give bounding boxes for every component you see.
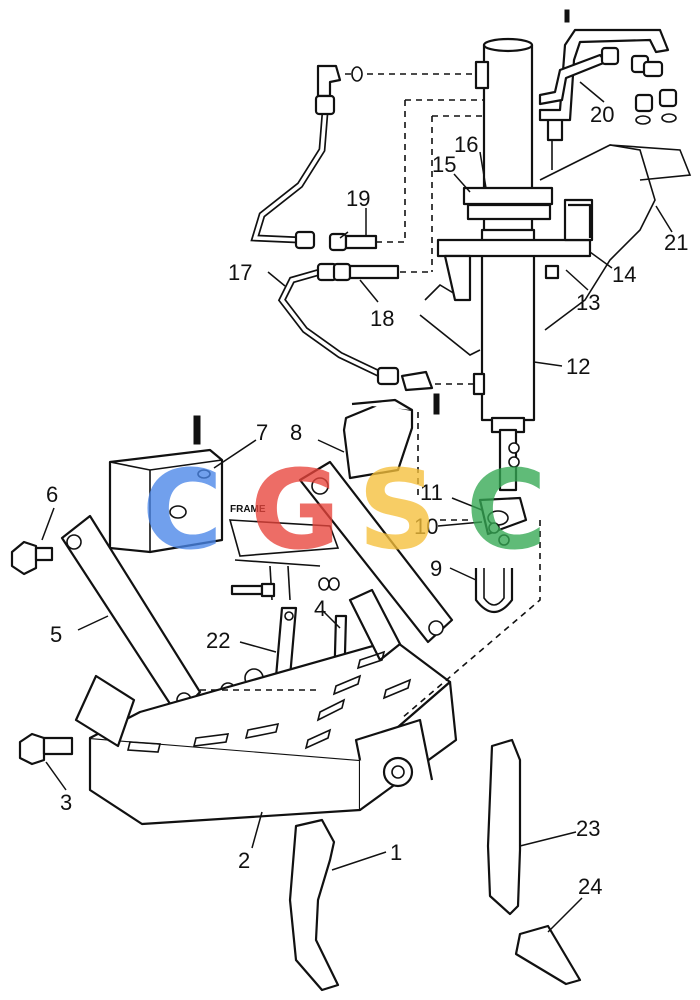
callout-9: 9 <box>430 556 442 581</box>
u-bolt-clamp <box>474 442 528 614</box>
callout-2: 2 <box>238 848 250 873</box>
callout-8: 8 <box>290 420 302 445</box>
mounting-bracket-sketch <box>419 144 692 356</box>
mounting-plate <box>436 198 594 302</box>
hydraulic-cylinder <box>472 37 564 492</box>
shank-frame <box>74 588 458 826</box>
callout-5: 5 <box>50 622 62 647</box>
elbow-fittings <box>328 232 400 282</box>
upper-link-arm <box>298 460 454 644</box>
assembly-lines-lower <box>200 412 541 719</box>
tip-point <box>514 924 582 986</box>
callout-1: 1 <box>390 840 402 865</box>
bolt-lower <box>18 732 74 766</box>
watermark-logo: C G S C <box>142 446 547 574</box>
frame-label: FRAME <box>230 504 266 515</box>
callout-16: 16 <box>454 132 478 157</box>
bolt-left <box>10 540 54 576</box>
callout-4: 4 <box>314 596 326 621</box>
upper-bracket-right <box>342 393 440 480</box>
callout-12: 12 <box>566 354 590 379</box>
callout-10: 10 <box>414 514 438 539</box>
callout-14: 14 <box>612 262 636 287</box>
leader-lines <box>41 81 673 933</box>
callout-11: 11 <box>420 480 443 505</box>
watermark-letter-c2: C <box>466 446 547 574</box>
assembly-lines-top <box>345 73 484 385</box>
frame-sketch <box>228 519 340 601</box>
shin-plate <box>486 738 522 916</box>
callout-22: 22 <box>206 628 230 653</box>
callout-15: 15 <box>432 152 456 177</box>
callout-24: 24 <box>578 874 602 899</box>
watermark-letter-g: G <box>250 446 340 574</box>
cylinder-collar <box>462 186 554 221</box>
hydraulic-hose <box>250 64 434 392</box>
callout-6: 6 <box>46 482 58 507</box>
callout-17: 17 <box>228 260 252 285</box>
callout-21: 21 <box>664 230 688 255</box>
callout-13: 13 <box>576 290 600 315</box>
callout-19: 19 <box>346 186 370 211</box>
callout-18: 18 <box>370 306 394 331</box>
callout-7: 7 <box>256 420 268 445</box>
shank-point <box>288 818 340 992</box>
watermark-letter-s: S <box>358 446 437 574</box>
watermark-letter-c1: C <box>142 446 223 574</box>
callout-numbers: 1 2 3 4 5 6 7 8 9 10 11 12 13 14 15 16 1… <box>46 102 688 899</box>
callout-20: 20 <box>590 102 614 127</box>
callout-3: 3 <box>60 790 72 815</box>
callout-23: 23 <box>576 816 600 841</box>
hydraulic-tube <box>538 9 678 125</box>
